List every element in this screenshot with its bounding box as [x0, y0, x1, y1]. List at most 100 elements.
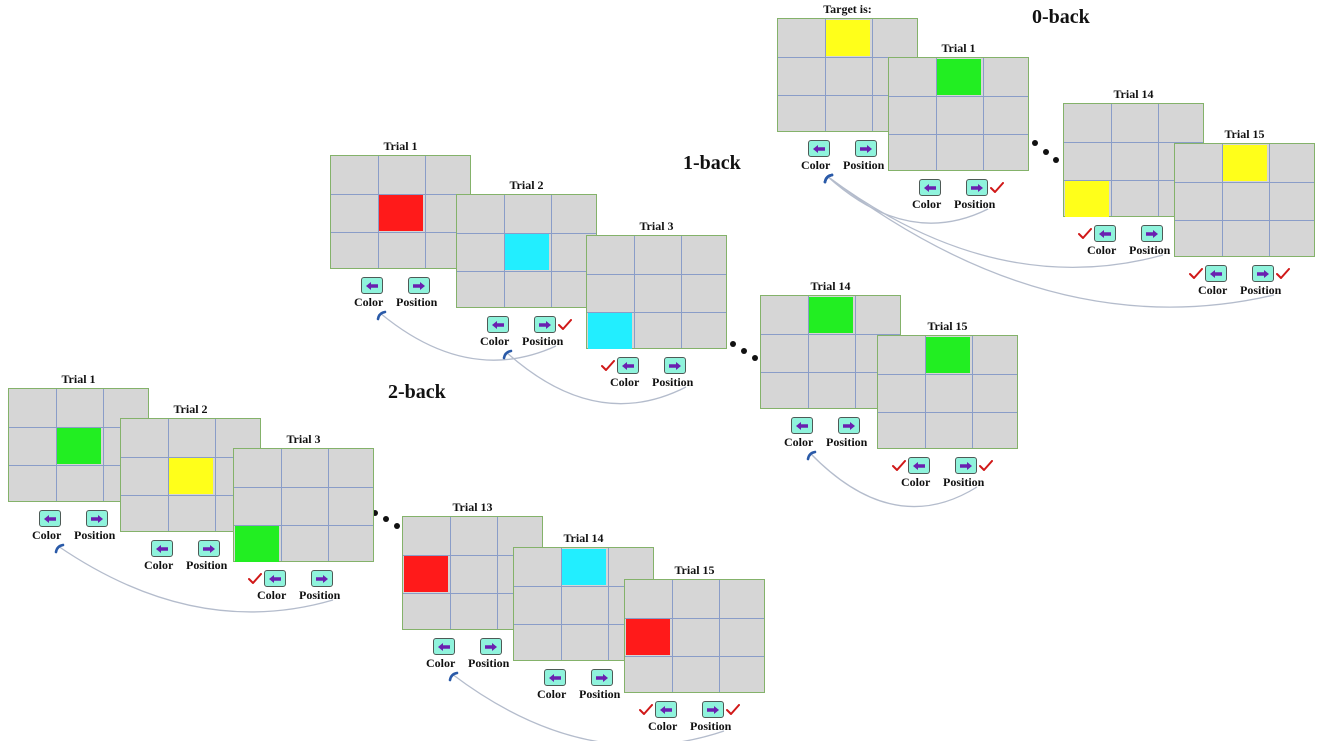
- ellipsis-dot: [394, 523, 400, 529]
- position-button[interactable]: [591, 669, 613, 686]
- grid-line: [103, 389, 104, 501]
- color-button[interactable]: [908, 457, 930, 474]
- color-label: Color: [32, 528, 62, 542]
- trial-title: Trial 1: [941, 41, 976, 55]
- grid-line: [761, 372, 900, 373]
- grid-board: [888, 57, 1029, 171]
- position-button[interactable]: [955, 457, 977, 474]
- color-label: Color: [610, 375, 640, 389]
- grid-line: [561, 548, 562, 660]
- ellipsis-dot: [372, 510, 378, 516]
- color-button[interactable]: [264, 570, 286, 587]
- color-button[interactable]: [544, 669, 566, 686]
- heading-1-back: 1-back: [683, 152, 741, 174]
- grid-line: [872, 19, 873, 131]
- trial-title: Trial 3: [286, 432, 321, 446]
- grid-line: [9, 427, 148, 428]
- position-label: Position: [843, 158, 885, 172]
- grid-line: [587, 312, 726, 313]
- grid-line: [808, 296, 809, 408]
- grid-board: [233, 448, 374, 562]
- position-button[interactable]: [702, 701, 724, 718]
- arrow-left-icon: [796, 421, 808, 430]
- trial-title: Trial 1: [61, 372, 96, 386]
- colored-square: [626, 619, 670, 655]
- grid-line: [972, 336, 973, 448]
- colored-square: [505, 234, 549, 270]
- color-button[interactable]: [487, 316, 509, 333]
- arrow-left-icon: [622, 361, 634, 370]
- position-button[interactable]: [966, 179, 988, 196]
- grid-board: [877, 335, 1018, 449]
- grid-line: [551, 195, 552, 307]
- grid-line: [983, 58, 984, 170]
- grid-line: [936, 58, 937, 170]
- color-button[interactable]: [361, 277, 383, 294]
- position-button[interactable]: [664, 357, 686, 374]
- position-button[interactable]: [534, 316, 556, 333]
- color-label: Color: [784, 435, 814, 449]
- color-button[interactable]: [655, 701, 677, 718]
- grid-line: [56, 389, 57, 501]
- color-button[interactable]: [919, 179, 941, 196]
- grid-line: [625, 618, 764, 619]
- ellipsis-dot: [1032, 140, 1038, 146]
- check-icon: [1276, 268, 1290, 279]
- position-button[interactable]: [1141, 225, 1163, 242]
- arrow-right-icon: [1146, 229, 1158, 238]
- grid-line: [403, 593, 542, 594]
- color-label: Color: [912, 197, 942, 211]
- color-button[interactable]: [791, 417, 813, 434]
- color-button[interactable]: [433, 638, 455, 655]
- grid-board: [1174, 143, 1315, 257]
- arrow-right-icon: [960, 461, 972, 470]
- colored-square: [57, 428, 101, 464]
- colored-square: [809, 297, 853, 333]
- position-label: Position: [299, 588, 341, 602]
- color-label: Color: [257, 588, 287, 602]
- arrow-left-icon: [913, 461, 925, 470]
- color-button[interactable]: [1094, 225, 1116, 242]
- grid-line: [681, 236, 682, 348]
- colored-square: [588, 313, 632, 349]
- color-button[interactable]: [808, 140, 830, 157]
- color-button[interactable]: [39, 510, 61, 527]
- arrow-left-icon: [1210, 269, 1222, 278]
- arrow-left-icon: [660, 705, 672, 714]
- grid-line: [625, 656, 764, 657]
- arrow-right-icon: [203, 544, 215, 553]
- trial-title: Trial 14: [563, 531, 604, 545]
- grid-line: [121, 495, 260, 496]
- position-button[interactable]: [855, 140, 877, 157]
- grid-line: [1175, 220, 1314, 221]
- color-button[interactable]: [1205, 265, 1227, 282]
- colored-square: [169, 458, 213, 494]
- position-label: Position: [579, 687, 621, 701]
- arrow-left-icon: [269, 574, 281, 583]
- check-icon: [990, 182, 1004, 193]
- position-button[interactable]: [1252, 265, 1274, 282]
- check-icon: [979, 460, 993, 471]
- arrow-right-icon: [413, 281, 425, 290]
- color-button[interactable]: [617, 357, 639, 374]
- position-button[interactable]: [311, 570, 333, 587]
- position-label: Position: [468, 656, 510, 670]
- trial-title: Trial 15: [674, 563, 715, 577]
- position-button[interactable]: [480, 638, 502, 655]
- grid-line: [761, 334, 900, 335]
- ellipsis-dot: [741, 348, 747, 354]
- colored-square: [926, 337, 970, 373]
- colored-square: [1065, 181, 1109, 217]
- grid-line: [450, 517, 451, 629]
- position-button[interactable]: [838, 417, 860, 434]
- grid-line: [514, 624, 653, 625]
- position-button[interactable]: [198, 540, 220, 557]
- position-button[interactable]: [408, 277, 430, 294]
- grid-board: [586, 235, 727, 349]
- trial-panel-two-back-2: Trial 3 Color Position: [233, 432, 374, 612]
- position-label: Position: [522, 334, 564, 348]
- position-button[interactable]: [86, 510, 108, 527]
- color-button[interactable]: [151, 540, 173, 557]
